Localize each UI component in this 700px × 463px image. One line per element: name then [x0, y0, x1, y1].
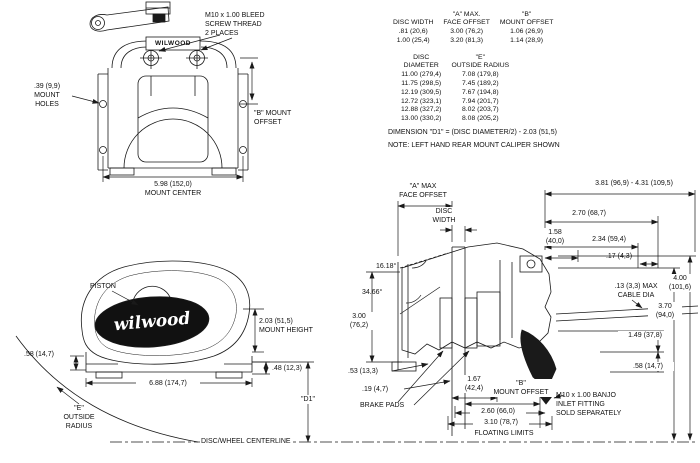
side-view-linework: [15, 260, 253, 443]
dim-400-label: 4.00 (101,6): [662, 274, 698, 293]
b-mount-offset-rear-label: "B" MOUNT OFFSET: [254, 110, 292, 127]
dim-158-label: 1.58 (40,0): [540, 228, 570, 247]
table-row: 1.00 (25,4) 3.20 (81,3) 1.14 (28,9): [388, 36, 558, 45]
outside-radius-label: "E" OUTSIDE RADIUS: [63, 405, 95, 431]
table-cell: 7.45 (189,2): [462, 79, 499, 87]
dim-310-label: 3.10 (78,7): [473, 418, 529, 428]
table-header-cell: DISC: [413, 53, 430, 61]
table-row: 12.88 (327,2) 8.02 (203,7): [396, 106, 514, 115]
table-header-cell: OUTSIDE RADIUS: [451, 62, 510, 70]
dim-300-label: 3.00 (76,2): [344, 312, 374, 331]
floating-limits-label: FLOATING LIMITS: [464, 429, 544, 439]
dim-234-label: 2.34 (59,4): [592, 236, 626, 243]
mount-holes-label: .39 (9,9) MOUNT HOLES: [33, 83, 61, 109]
dim-260-label: 2.60 (66,0): [470, 407, 526, 417]
table-cell: 3.20 (81,3): [450, 36, 484, 44]
table-header-cell: "E": [475, 53, 485, 61]
table-header-cell: FACE OFFSET: [443, 19, 490, 27]
wilwood-brand-plate: WILWOOD: [155, 40, 191, 47]
angle-3466-label: 34.66°: [362, 289, 383, 296]
angle-1618-label: 16.18°: [376, 263, 397, 270]
table-cell: 3.00 (76,2): [450, 28, 484, 36]
table-cell: 7.08 (179,8): [462, 71, 499, 79]
table-header-cell: DISC WIDTH: [393, 19, 434, 27]
b-mount-offset-section-label: "B" MOUNT OFFSET: [486, 379, 556, 398]
face-offset-label: "A" MAX FACE OFFSET: [399, 183, 447, 200]
table-row: "A" MAX. "B": [388, 10, 558, 19]
table-cell: 1.06 (26,9): [510, 28, 544, 36]
rear-view-dimensions: [71, 34, 258, 182]
dim-17-label: .17 (4,3): [605, 253, 633, 260]
table-header-cell: DIAMETER: [403, 62, 439, 70]
table-cell: 12.88 (327,2): [401, 106, 442, 114]
table-row: .81 (20,6) 3.00 (76,2) 1.06 (26,9): [388, 28, 558, 37]
dim-167-label: 1.67 (42,4): [458, 375, 490, 394]
table-cell: 1.00 (25,4): [396, 36, 430, 44]
table-cell: 8.08 (205,2): [462, 115, 499, 123]
table-cell: 8.02 (203,7): [462, 106, 499, 114]
cable-dia-label: .13 (3,3) MAX CABLE DIA: [614, 283, 658, 300]
table-header-cell: "A" MAX.: [452, 10, 481, 18]
table-row: 12.19 (309,5) 7.67 (194,8): [396, 88, 514, 97]
centerline-label: DISC/WHEEL CENTERLINE: [200, 437, 292, 447]
banjo-inlet-note: M10 x 1.00 BANJO INLET FITTING SOLD SEPA…: [556, 392, 622, 418]
table-row: DISC "E": [396, 53, 514, 62]
table-row: 12.72 (323,1) 7.94 (201,7): [396, 97, 514, 106]
dim-19-label: .19 (4,7): [362, 386, 389, 393]
table-cell: .81 (20,6): [398, 28, 428, 36]
mount-height-label: 2.03 (51,5) MOUNT HEIGHT: [259, 318, 313, 335]
brake-pads-label: BRAKE PADS: [360, 402, 405, 409]
table-row: DIAMETER OUTSIDE RADIUS: [396, 62, 514, 71]
dimension-d1-note: DIMENSION "D1" = (DISC DIAMETER/2) - 2.0…: [388, 129, 557, 136]
table-row: 11.75 (298,5) 7.45 (189,2): [396, 79, 514, 88]
rear-view-linework: [89, 1, 249, 176]
table-cell: 11.00 (279,4): [401, 71, 442, 79]
disc-width-label: DISC WIDTH: [424, 207, 464, 226]
table-cell: 12.72 (323,1): [401, 97, 442, 105]
d1-label: "D1": [292, 395, 324, 405]
body-length-label: 6.88 (174,7): [136, 379, 200, 389]
dim-270-label: 2.70 (68,7): [572, 210, 606, 217]
dim-149-label: 1.49 (37,8): [618, 331, 672, 341]
lug-height-label: .48 (12,3): [272, 365, 302, 372]
piston-label: PISTON: [90, 283, 116, 290]
bleed-screw-note: M10 x 1.00 BLEED SCREW THREAD 2 PLACES: [205, 12, 265, 38]
table-row: 13.00 (330,2) 8.08 (205,2): [396, 115, 514, 124]
mount-center-label: 5.98 (152,0) MOUNT CENTER: [120, 180, 226, 199]
table-cell: 11.75 (298,5): [401, 79, 442, 87]
overall-range-label: 3.81 (96,9) - 4.31 (109,5): [595, 180, 673, 187]
table-header-cell: "B": [521, 10, 532, 18]
dim-53-label: .53 (13,3): [348, 368, 378, 375]
dim-370-label: 3.70 (94,0): [648, 302, 682, 321]
table-row: 11.00 (279,4) 7.08 (179,8): [396, 71, 514, 80]
table-header-cell: [388, 10, 438, 19]
step-height-label: .58 (14,7): [24, 351, 54, 358]
table-row: DISC WIDTH FACE OFFSET MOUNT OFFSET: [388, 19, 558, 28]
table-cell: 13.00 (330,2): [401, 115, 442, 123]
table-cell: 7.94 (201,7): [462, 97, 499, 105]
table-cell: 7.67 (194,8): [462, 88, 499, 96]
disc-diameter-radius-table: DISC "E" DIAMETER OUTSIDE RADIUS 11.00 (…: [396, 53, 514, 124]
table-cell: 12.19 (309,5): [401, 88, 442, 96]
caliper-hand-note: NOTE: LEFT HAND REAR MOUNT CALIPER SHOWN: [388, 142, 560, 149]
dim-58-label: .58 (14,7): [622, 362, 674, 372]
table-header-cell: MOUNT OFFSET: [499, 19, 554, 27]
disc-width-offset-table: "A" MAX. "B" DISC WIDTH FACE OFFSET MOUN…: [388, 10, 558, 45]
table-cell: 1.14 (28,9): [510, 36, 544, 44]
